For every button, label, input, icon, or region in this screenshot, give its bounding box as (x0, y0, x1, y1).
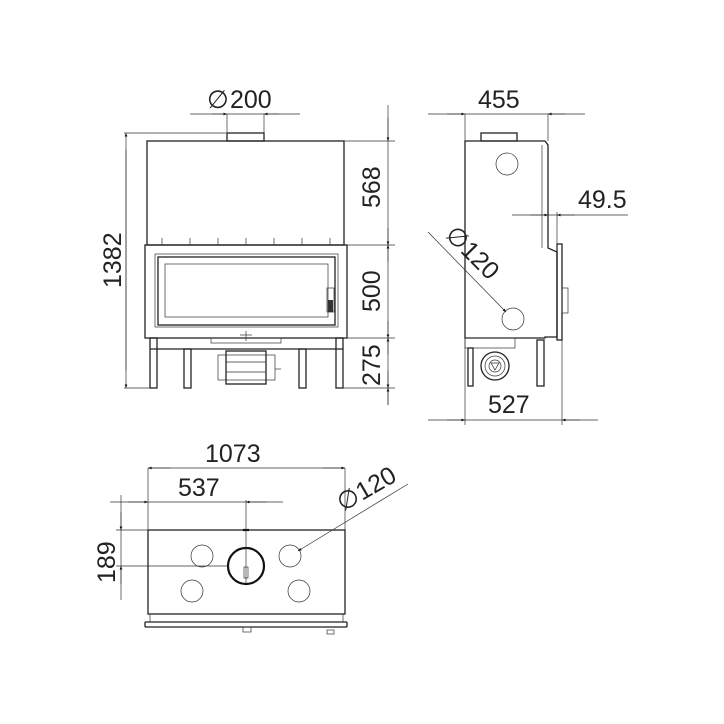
hole-top-right (278, 544, 302, 568)
depth-offset-label: 189 (93, 541, 121, 583)
studs (161, 238, 331, 245)
bottom-air-hole (501, 307, 525, 331)
front-dimensions: ∅ 200 1382 568 500 275 (99, 86, 395, 405)
side-dimensions: 455 49.5 ∅ 120 527 (427, 86, 628, 425)
flue-diameter-symbol: ∅ (207, 86, 229, 114)
side-view (464, 132, 569, 387)
total-height-label: 1382 (99, 232, 127, 288)
side-leg-back (536, 339, 545, 387)
door (157, 256, 336, 326)
leg-left-inner (183, 348, 192, 389)
leg-right-outer (335, 337, 344, 389)
flue-diameter-label: 200 (230, 86, 272, 114)
blower-wheel (480, 351, 510, 381)
total-width-label: 1073 (205, 440, 261, 468)
depth-bottom-label: 527 (488, 391, 530, 419)
side-handle (561, 287, 569, 314)
door-height-label: 500 (358, 270, 386, 312)
blower (225, 350, 267, 385)
handle-grip (328, 300, 333, 312)
glass (164, 263, 329, 318)
base-height-label: 275 (358, 344, 386, 386)
door-outer (154, 253, 339, 328)
top-air-hole (495, 152, 519, 176)
upper-body (146, 140, 345, 246)
upper-height-label: 568 (358, 166, 386, 208)
leg-right-inner (298, 348, 307, 389)
hole-bottom-left (180, 579, 204, 603)
top-view (144, 528, 348, 635)
top-body (147, 529, 346, 615)
leg-left-outer (149, 337, 158, 389)
front-view (144, 132, 348, 389)
hole-bottom-right (287, 579, 311, 603)
flue-collar (226, 132, 265, 142)
depth-top-label: 455 (478, 86, 520, 114)
side-leg-front (467, 347, 474, 387)
hole-top-left (190, 544, 214, 568)
offset-label: 49.5 (578, 186, 627, 214)
side-flue-collar (480, 132, 518, 142)
top-dimensions: 1073 537 189 ∅ 120 (93, 440, 409, 600)
door-frame (144, 244, 348, 339)
side-door-profile (556, 243, 563, 341)
blower-housing (217, 354, 276, 381)
center-offset-label: 537 (178, 474, 220, 502)
